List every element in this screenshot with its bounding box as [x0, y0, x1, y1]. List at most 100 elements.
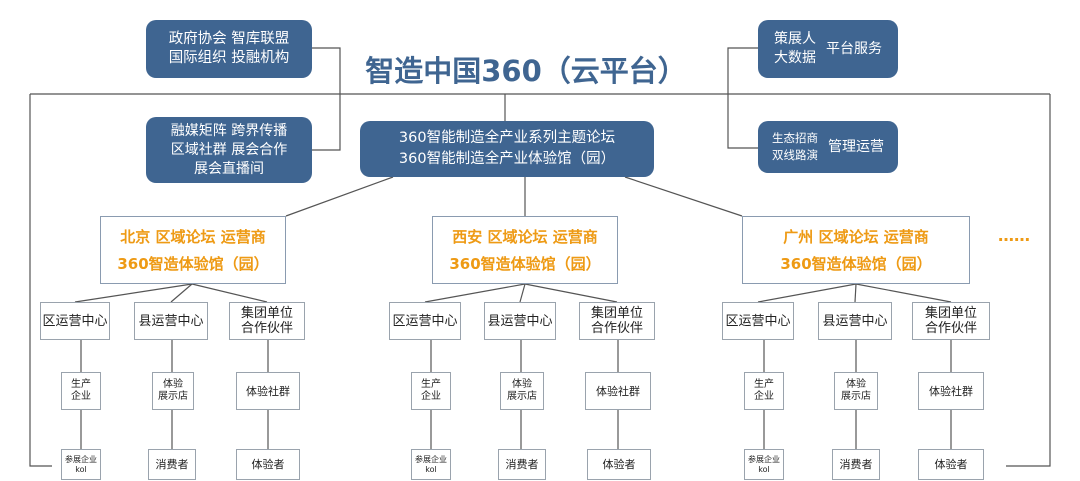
g2-production-enterprise: 生产 企业: [411, 372, 451, 410]
g3-consumer: 消费者: [832, 449, 880, 480]
connector-gz-fan-1: [757, 283, 857, 303]
g1-experience-store: 体验 展示店: [152, 372, 194, 410]
mid-right-label: 管理运营: [828, 138, 884, 155]
g3-store-label: 体验 展示店: [841, 379, 871, 402]
g2-experiencer-label: 体验者: [602, 458, 636, 471]
connector-xa-fan-2: [519, 283, 526, 303]
g3-exhibitor-kol: 参展企业 kol: [744, 449, 784, 480]
top-left-line-1: 政府协会 智库联盟: [168, 31, 290, 47]
mid-left-line-3: 展会直播间: [194, 160, 264, 177]
g2-county-ops-center: 县运营中心: [484, 302, 556, 340]
g2-store-label: 体验 展示店: [507, 379, 537, 402]
g1-exhibitor-label: 参展企业 kol: [65, 454, 97, 474]
g2-community-label: 体验社群: [596, 384, 640, 398]
g1-consumer: 消费者: [148, 449, 196, 480]
g3-community-label: 体验社群: [929, 384, 973, 398]
g2-group-partner-label: 集团单位 合作伙伴: [590, 306, 643, 336]
center-line-1: 360智能制造全产业系列主题论坛: [398, 130, 616, 146]
mid-left-line-1: 融媒矩阵 跨界传播: [170, 122, 288, 139]
g2-consumer: 消费者: [498, 449, 546, 480]
mid-left-line-2: 区域社群 展会合作: [170, 141, 288, 158]
g1-experience-community: 体验社群: [236, 372, 300, 410]
g2-consumer-label: 消费者: [505, 458, 539, 471]
g2-district-ops-label: 区运营中心: [392, 313, 458, 329]
mid-right-left-2: 双线路演: [772, 148, 818, 162]
mid-right-box: 生态招商 双线路演 管理运营: [758, 121, 898, 173]
g1-production-label: 生产 企业: [71, 379, 91, 402]
g1-exhibitor-kol: 参展企业 kol: [61, 449, 101, 480]
g3-experience-community: 体验社群: [918, 372, 984, 410]
g2-district-ops-center: 区运营中心: [389, 302, 461, 340]
region-xian-line-1: 西安 区域论坛 运营商: [452, 228, 598, 246]
g3-exhibitor-label: 参展企业 kol: [748, 454, 780, 474]
g1-community-label: 体验社群: [246, 384, 290, 398]
g2-production-label: 生产 企业: [421, 379, 441, 402]
g1-group-partner: 集团单位 合作伙伴: [229, 302, 305, 340]
g1-production-enterprise: 生产 企业: [61, 372, 101, 410]
g3-experience-store: 体验 展示店: [834, 372, 878, 410]
mid-right-left-1: 生态招商: [772, 131, 818, 145]
top-right-left-2: 大数据: [774, 50, 816, 66]
mid-left-box: 融媒矩阵 跨界传播 区域社群 展会合作 展会直播间: [146, 117, 312, 183]
top-right-box: 策展人 大数据 平台服务: [758, 20, 898, 78]
g3-consumer-label: 消费者: [839, 458, 873, 471]
g3-group-partner: 集团单位 合作伙伴: [912, 302, 990, 340]
center-box: 360智能制造全产业系列主题论坛 360智能制造全产业体验馆（园）: [360, 121, 654, 177]
region-beijing-line-1: 北京 区域论坛 运营商: [120, 228, 266, 246]
region-guangzhou-line-1: 广州 区域论坛 运营商: [783, 228, 929, 246]
g3-experiencer: 体验者: [918, 449, 984, 480]
connector-gz-fan-3: [855, 283, 952, 303]
region-box-beijing: 北京 区域论坛 运营商 360智造体验馆（园）: [100, 216, 286, 284]
g1-consumer-label: 消费者: [155, 458, 189, 471]
g2-experiencer: 体验者: [587, 449, 651, 480]
connector-xa-fan-3: [524, 283, 618, 303]
top-left-box: 政府协会 智库联盟 国际组织 投融机构: [146, 20, 312, 78]
connector-xa-fan-1: [424, 283, 526, 303]
g1-county-ops-label: 县运营中心: [138, 313, 204, 329]
page-title: 智造中国360（云平台）: [365, 54, 687, 88]
g2-county-ops-label: 县运营中心: [487, 313, 553, 329]
connector-frame-right: [1006, 94, 1051, 467]
g3-district-ops-center: 区运营中心: [722, 302, 794, 340]
region-beijing-line-2: 360智造体验馆（园）: [117, 255, 269, 273]
g2-experience-community: 体验社群: [585, 372, 651, 410]
region-box-guangzhou: 广州 区域论坛 运营商 360智造体验馆（园）: [742, 216, 970, 284]
g1-county-ops-center: 县运营中心: [134, 302, 208, 340]
g2-experience-store: 体验 展示店: [500, 372, 544, 410]
g3-production-enterprise: 生产 企业: [744, 372, 784, 410]
top-right-label: 平台服务: [826, 40, 882, 57]
top-right-left-1: 策展人: [774, 31, 816, 47]
connector-frame-left: [29, 94, 52, 467]
g3-experiencer-label: 体验者: [934, 458, 968, 471]
more-regions-ellipsis: ……: [998, 226, 1030, 245]
g1-group-partner-label: 集团单位 合作伙伴: [240, 306, 293, 336]
connector-center-to-guangzhou: [624, 176, 743, 217]
g2-exhibitor-kol: 参展企业 kol: [411, 449, 451, 480]
top-left-line-2: 国际组织 投融机构: [168, 50, 290, 66]
g2-exhibitor-label: 参展企业 kol: [415, 454, 447, 474]
connector-bj-fan-3: [191, 283, 268, 303]
connector-right-bracket: [727, 47, 758, 149]
g3-county-ops-label: 县运营中心: [822, 313, 888, 329]
connector-center-to-beijing: [285, 176, 394, 217]
g3-district-ops-label: 区运营中心: [725, 313, 791, 329]
region-box-xian: 西安 区域论坛 运营商 360智造体验馆（园）: [432, 216, 618, 284]
g3-county-ops-center: 县运营中心: [818, 302, 892, 340]
connector-left-bracket: [312, 47, 341, 151]
connector-bj-fan-2: [170, 283, 193, 303]
connector-gz-fan-2: [854, 283, 857, 303]
g1-experiencer-label: 体验者: [251, 458, 285, 471]
g1-experiencer: 体验者: [236, 449, 300, 480]
g1-district-ops-label: 区运营中心: [42, 313, 108, 329]
center-line-2: 360智能制造全产业体验馆（园）: [398, 151, 616, 167]
g1-district-ops-center: 区运营中心: [40, 302, 110, 340]
region-xian-line-2: 360智造体验馆（园）: [449, 255, 601, 273]
connector-bj-fan-1: [74, 283, 193, 303]
g3-group-partner-label: 集团单位 合作伙伴: [924, 306, 977, 336]
g3-production-label: 生产 企业: [754, 379, 774, 402]
g1-store-label: 体验 展示店: [158, 379, 188, 402]
g2-group-partner: 集团单位 合作伙伴: [579, 302, 655, 340]
region-guangzhou-line-2: 360智造体验馆（园）: [780, 255, 932, 273]
